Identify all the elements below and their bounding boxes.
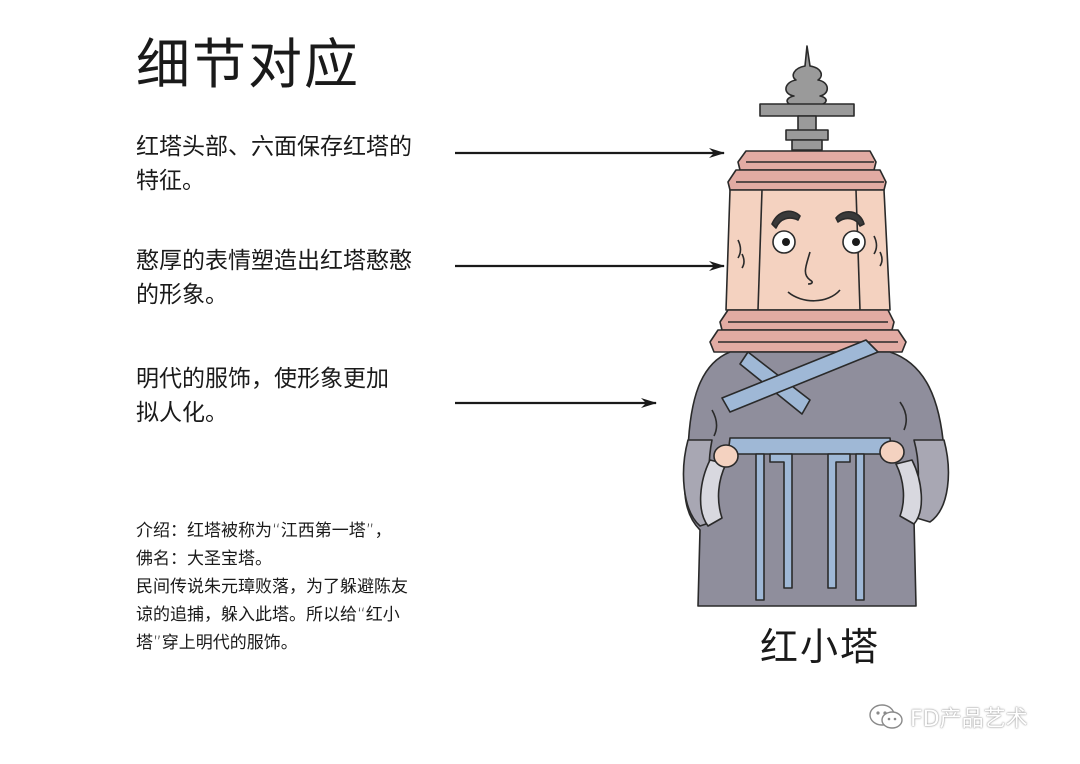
robe — [682, 339, 950, 607]
finial — [759, 45, 855, 151]
page-title: 细节对应 — [136, 33, 360, 96]
annotation-head-line-2: 特征。 — [136, 168, 205, 194]
introduction-text: 介绍：红塔被称为“江西第一塔”， 佛名：大圣宝塔。 民间传说朱元璋败落，为了躲避… — [136, 517, 456, 657]
pagoda-character-illustration — [682, 45, 950, 607]
wechat-icon — [869, 704, 903, 729]
annotation-face-line-1: 憨厚的表情塑造出红塔憨憨 — [136, 248, 412, 274]
watermark: FD产品艺术 — [868, 700, 1028, 734]
annotation-clothing-line-2: 拟人化。 — [136, 400, 228, 426]
annotation-clothing-line-1: 明代的服饰，使形象更加 — [136, 366, 389, 392]
lower-roof — [709, 309, 907, 353]
character-caption: 红小塔 — [760, 625, 881, 669]
annotation-head-line-1: 红塔头部、六面保存红塔的 — [136, 134, 412, 160]
intro-line-1: 介绍：红塔被称为“江西第一塔”， — [136, 521, 392, 541]
upper-roof — [727, 150, 887, 191]
intro-line-5: 塔”穿上明代的服饰。 — [136, 633, 298, 653]
annotation-face: 憨厚的表情塑造出红塔憨憨 的形象。 — [136, 244, 446, 312]
annotation-clothing: 明代的服饰，使形象更加 拟人化。 — [136, 362, 446, 430]
intro-line-4: 谅的追捕，躲入此塔。所以给“红小 — [136, 605, 400, 625]
intro-line-2: 佛名：大圣宝塔。 — [136, 549, 272, 569]
watermark-text: FD产品艺术 — [910, 707, 1028, 732]
annotation-head: 红塔头部、六面保存红塔的 特征。 — [136, 130, 446, 198]
intro-line-3: 民间传说朱元璋败落，为了躲避陈友 — [136, 577, 408, 597]
head-face — [725, 189, 891, 311]
annotation-face-line-2: 的形象。 — [136, 282, 228, 308]
